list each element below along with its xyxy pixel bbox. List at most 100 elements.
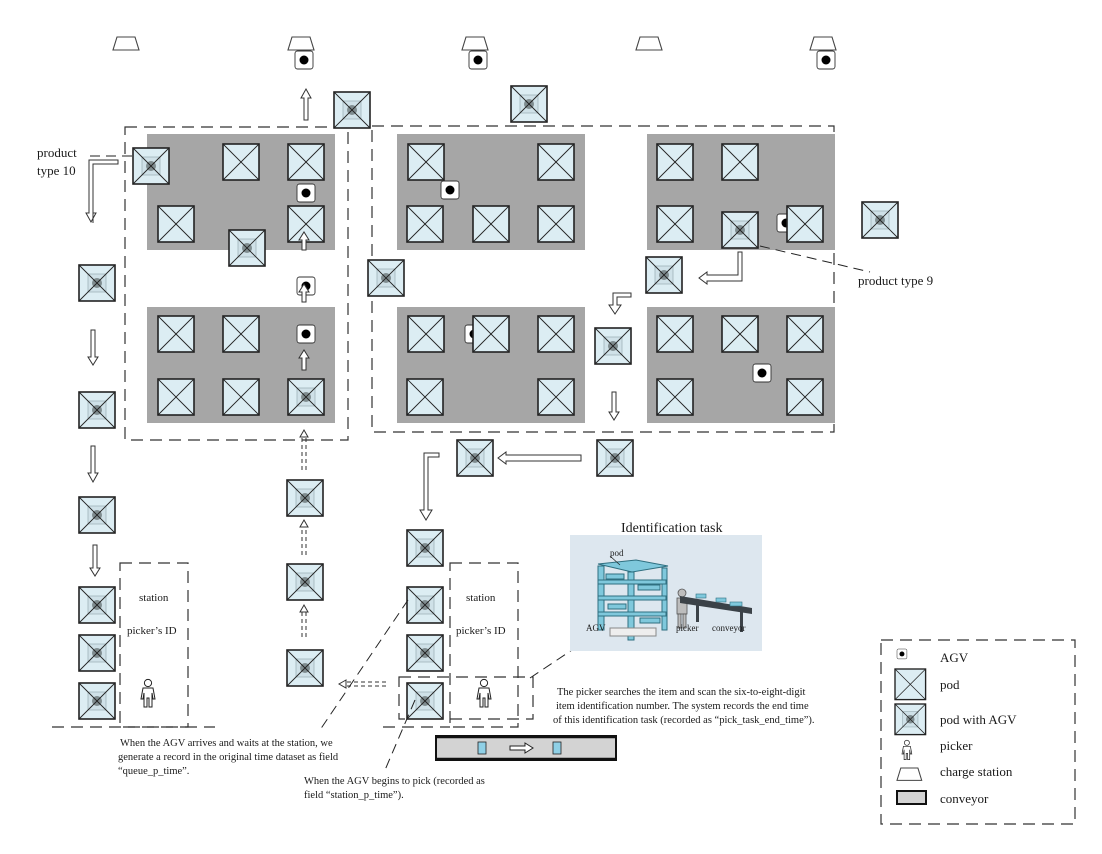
charge-station-icon — [896, 767, 923, 781]
pod-with-agv-icon — [406, 682, 444, 720]
pod-with-agv-icon — [78, 586, 116, 624]
arrow-down-icon — [89, 544, 101, 577]
station-annotation: field “station_p_time”). — [304, 790, 404, 801]
pod-with-agv-icon — [78, 634, 116, 672]
pod-with-agv-icon — [456, 439, 494, 477]
pod-with-agv-icon — [287, 378, 325, 416]
product-type-10-label: product — [37, 145, 77, 160]
arrow-bend-icon — [419, 452, 440, 521]
legend-label: pod — [940, 677, 960, 692]
product-type-10-label: type 10 — [37, 163, 76, 178]
pod-icon — [406, 205, 444, 243]
pod-icon — [894, 668, 927, 701]
agv-icon — [468, 50, 488, 70]
pod-icon — [472, 205, 510, 243]
pod-icon — [537, 378, 575, 416]
arrow-left-icon — [497, 451, 582, 465]
pod-icon — [537, 143, 575, 181]
pod-with-agv-icon — [132, 147, 170, 185]
pod-with-agv-icon — [594, 327, 632, 365]
legend-boundary — [880, 639, 1076, 825]
pod-with-agv-icon — [596, 439, 634, 477]
pod-with-agv-icon — [406, 634, 444, 672]
picker-icon — [901, 739, 913, 760]
pod-icon — [656, 205, 694, 243]
arrow-up-icon — [300, 87, 312, 121]
pod-with-agv-icon — [367, 259, 405, 297]
dashed-arrow-up-icon — [301, 612, 307, 637]
station-left-title: station — [139, 592, 169, 604]
pod-icon — [721, 315, 759, 353]
pod-icon — [287, 143, 325, 181]
flow-arrows — [85, 87, 743, 577]
legend-label: charge station — [940, 764, 1013, 779]
picker-illustration — [676, 588, 688, 629]
arrow-right-icon — [509, 742, 534, 754]
agv-icon — [294, 50, 314, 70]
pod-icon — [786, 315, 824, 353]
arrow-up-icon — [298, 349, 310, 371]
pod-icon — [656, 143, 694, 181]
station-right-picker-id: picker’s ID — [456, 625, 506, 637]
charge-station-icon — [635, 36, 663, 51]
arrow-down-icon — [87, 445, 99, 484]
inset-agv-label: AGV — [586, 623, 606, 633]
pod-icon — [537, 205, 575, 243]
pod-icon — [157, 315, 195, 353]
pod-icon — [407, 315, 445, 353]
picking-area-boundary — [398, 676, 534, 720]
pick-annotation: of this identification task (recorded as… — [553, 715, 815, 726]
legend-label: picker — [940, 738, 973, 753]
pod-with-agv-icon — [333, 91, 371, 129]
right-zone-boundary — [371, 125, 835, 433]
pick-annotation: item identification number. The system r… — [556, 701, 809, 712]
station-right-title: station — [466, 592, 496, 604]
inset-pod-label: pod — [610, 548, 624, 558]
agv-icon — [896, 648, 908, 660]
arrow-bend-icon — [698, 251, 743, 285]
pod-with-agv-icon — [286, 649, 324, 687]
station-left-boundary — [119, 562, 189, 728]
item-box — [477, 741, 487, 755]
pod-icon — [157, 205, 195, 243]
station-right-boundary — [449, 562, 519, 728]
pod-icon — [222, 315, 260, 353]
agv-icon — [752, 363, 772, 383]
agv-icon — [296, 324, 316, 344]
pod-with-agv-icon — [286, 479, 324, 517]
dashed-arrow-up-icon — [301, 437, 307, 470]
pod-with-agv-icon — [510, 85, 548, 123]
pod-with-agv-icon — [228, 229, 266, 267]
pod-with-agv-icon — [78, 264, 116, 302]
pod-with-agv-icon — [721, 211, 759, 249]
arrow-up-icon — [298, 283, 310, 303]
inset-conveyor-label: conveyor — [712, 623, 746, 633]
pod-with-agv-icon — [406, 529, 444, 567]
conveyor-icon — [435, 735, 617, 761]
inset-picker-label: picker — [676, 623, 699, 633]
legend: AGV pod pod with AGV picker charge stati… — [880, 639, 1076, 825]
item-box — [552, 741, 562, 755]
pod-icon — [786, 205, 824, 243]
arrow-bend-icon — [85, 159, 119, 224]
identification-task-inset: Identification task pod AGV picker conve… — [570, 521, 762, 651]
charge-station-row — [112, 36, 837, 70]
product-type-9-label: product type 9 — [858, 273, 933, 288]
pod-with-agv-icon — [78, 682, 116, 720]
legend-label: conveyor — [940, 791, 989, 806]
queue-annotation: When the AGV arrives and waits at the st… — [120, 738, 333, 749]
pod-with-agv-icon — [894, 703, 927, 736]
agv-icon — [440, 180, 460, 200]
charge-station-icon — [112, 36, 140, 51]
arrow-down-icon — [87, 329, 99, 366]
arrow-down-icon — [608, 391, 620, 421]
pod-icon — [721, 143, 759, 181]
queue-annotation: generate a record in the original time d… — [118, 752, 339, 763]
pod-icon — [537, 315, 575, 353]
station-left-picker-id: picker’s ID — [127, 625, 177, 637]
pod-with-agv-icon — [78, 496, 116, 534]
agv-icon — [816, 50, 836, 70]
pod-icon — [406, 378, 444, 416]
pod-with-agv-icon — [406, 586, 444, 624]
